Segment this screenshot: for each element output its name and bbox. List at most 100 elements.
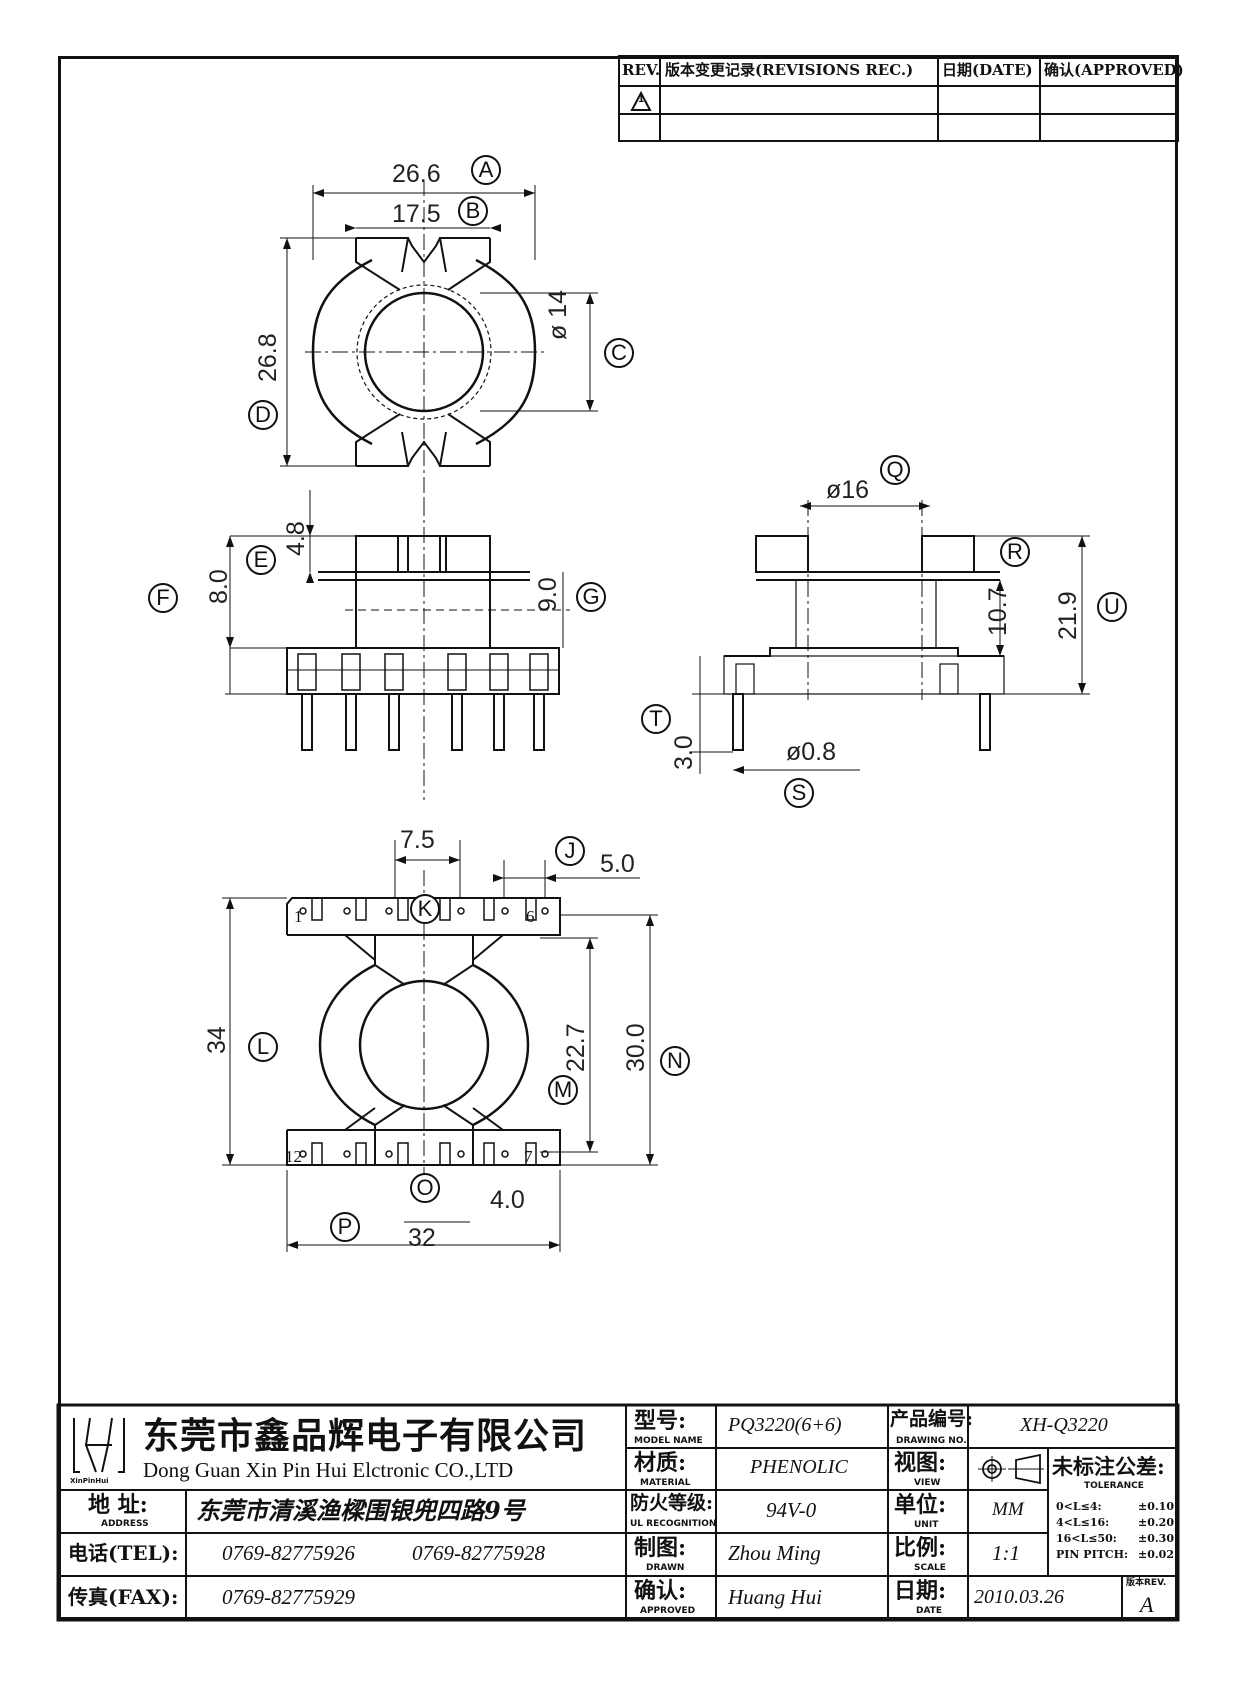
rev-header: REV. bbox=[622, 61, 661, 79]
material-value: PHENOLIC bbox=[750, 1456, 848, 1478]
revision-record-header: 版本变更记录(REVISIONS REC.) bbox=[665, 61, 914, 79]
tol-range: 16<L≤50: bbox=[1056, 1532, 1117, 1545]
dim-l-value: 34 bbox=[203, 1026, 231, 1054]
dim-j-value: 5.0 bbox=[600, 850, 635, 878]
dim-k-width-value: 7.5 bbox=[400, 826, 435, 854]
dim-a-value: 26.6 bbox=[392, 160, 441, 188]
pin-7-label: 7 bbox=[524, 1147, 533, 1166]
tol-range: 4<L≤16: bbox=[1056, 1516, 1110, 1529]
side-view bbox=[692, 500, 1090, 774]
tol-value: ±0.10 bbox=[1137, 1500, 1174, 1513]
pin-holes bbox=[299, 907, 549, 1158]
tel-label: 电话(TEL): bbox=[68, 1541, 179, 1565]
callout-t: T bbox=[641, 704, 671, 734]
company-name-cn: 东莞市鑫品辉电子有限公司 bbox=[143, 1415, 588, 1457]
drawn-label: 制图: bbox=[634, 1535, 687, 1561]
dim-u-value: 21.9 bbox=[1054, 591, 1082, 640]
callout-r: R bbox=[1000, 537, 1030, 567]
callout-q: Q bbox=[880, 455, 910, 485]
model-label-en: MODEL NAME bbox=[634, 1436, 703, 1446]
approved-label-en: APPROVED bbox=[640, 1606, 696, 1616]
pin-6-label: 6 bbox=[526, 907, 535, 926]
scale-label-en: SCALE bbox=[914, 1563, 946, 1573]
callout-a: A bbox=[471, 155, 501, 185]
date-value: 2010.03.26 bbox=[974, 1586, 1064, 1608]
dim-p-value: 32 bbox=[408, 1224, 436, 1252]
ul-label-en: UL RECOGNITION bbox=[630, 1519, 717, 1529]
fax-label: 传真(FAX): bbox=[68, 1585, 179, 1609]
unit-label-en: UNIT bbox=[914, 1520, 939, 1530]
view-label: 视图: bbox=[894, 1450, 947, 1476]
drawn-label-en: DRAWN bbox=[646, 1563, 685, 1573]
scale-value: 1:1 bbox=[992, 1541, 1020, 1565]
dim-m-value: 22.7 bbox=[562, 1023, 590, 1072]
dim-s-value: ø0.8 bbox=[786, 738, 837, 766]
dim-e-value: 4.8 bbox=[282, 521, 310, 556]
model-label: 型号: bbox=[634, 1408, 687, 1434]
dim-d-value: 26.8 bbox=[254, 333, 282, 382]
pin-1-label: 1 bbox=[294, 907, 303, 926]
front-view bbox=[225, 490, 570, 800]
callout-s: S bbox=[784, 778, 814, 808]
revision-approved-header: 确认(APPROVED) bbox=[1044, 61, 1184, 79]
rev-label: 版本REV. bbox=[1126, 1578, 1167, 1588]
callout-e: E bbox=[246, 545, 276, 575]
callout-j: J bbox=[555, 836, 585, 866]
tol-range: 0<L≤4: bbox=[1056, 1500, 1102, 1513]
projection-symbol bbox=[978, 1453, 1044, 1485]
ul-value: 94V-0 bbox=[766, 1498, 817, 1522]
revision-date-header: 日期(DATE) bbox=[942, 61, 1033, 79]
callout-o: O bbox=[410, 1173, 440, 1203]
tolerance-table: 0<L≤4: ±0.10 4<L≤16: ±0.20 16<L≤50: ±0.3… bbox=[1056, 1500, 1174, 1564]
dim-b-value: 17.5 bbox=[392, 200, 441, 228]
model-value: PQ3220(6+6) bbox=[728, 1414, 842, 1436]
drawing-no-label: 产品编号: bbox=[890, 1408, 974, 1430]
dim-q-value: ø16 bbox=[826, 476, 870, 504]
fax-value: 0769-82775929 bbox=[222, 1585, 355, 1609]
drawing-no-label-en: DRAWING NO. bbox=[896, 1436, 967, 1446]
tol-range: PIN PITCH: bbox=[1056, 1548, 1129, 1561]
dim-g-value: 9.0 bbox=[534, 577, 562, 612]
address-label: 地 址: bbox=[88, 1492, 148, 1518]
dimension-arrows bbox=[226, 189, 1086, 1249]
scale-label: 比例: bbox=[894, 1535, 947, 1561]
material-label: 材质: bbox=[634, 1450, 687, 1476]
dim-o-value: 4.0 bbox=[490, 1186, 525, 1214]
approved-value: Huang Hui bbox=[728, 1585, 822, 1609]
tolerance-label-en: TOLERANCE bbox=[1084, 1481, 1144, 1491]
title-block-grid bbox=[56, 1403, 1180, 1622]
date-label-en: DATE bbox=[916, 1606, 943, 1616]
dim-t-value: 3.0 bbox=[670, 735, 698, 770]
dim-r-value: 10.7 bbox=[984, 587, 1012, 636]
dim-c-value: ø 14 bbox=[544, 289, 572, 340]
drawn-value: Zhou Ming bbox=[728, 1541, 821, 1565]
address-value: 东莞市清溪渔樑围银兜四路9号 bbox=[196, 1496, 525, 1525]
dim-n-value: 30.0 bbox=[622, 1023, 650, 1072]
callout-b: B bbox=[458, 196, 488, 226]
view-label-en: VIEW bbox=[914, 1478, 941, 1488]
top-view bbox=[280, 180, 598, 500]
logo-text: XinPinHui bbox=[70, 1477, 109, 1485]
dim-f-value: 8.0 bbox=[205, 569, 233, 604]
tol-value: ±0.02 bbox=[1137, 1548, 1174, 1561]
approved-label: 确认: bbox=[634, 1578, 687, 1604]
callout-f: F bbox=[148, 583, 178, 613]
pin-12-label: 12 bbox=[285, 1147, 302, 1166]
revision-triangle-number: 1 bbox=[638, 95, 645, 105]
unit-label: 单位: bbox=[894, 1492, 947, 1518]
tel-value-1: 0769-82775926 bbox=[222, 1541, 355, 1565]
ul-label: 防火等级: bbox=[630, 1492, 714, 1514]
callout-k: K bbox=[410, 894, 440, 924]
tolerance-label: 未标注公差: bbox=[1052, 1454, 1165, 1479]
callout-g: G bbox=[576, 582, 606, 612]
tel-value-2: 0769-82775928 bbox=[412, 1541, 545, 1565]
unit-value: MM bbox=[992, 1499, 1024, 1520]
callout-u: U bbox=[1097, 592, 1127, 622]
address-label-en: ADDRESS bbox=[101, 1519, 149, 1529]
tol-value: ±0.20 bbox=[1137, 1516, 1174, 1529]
callout-l: L bbox=[248, 1032, 278, 1062]
material-label-en: MATERIAL bbox=[640, 1478, 691, 1488]
date-label: 日期: bbox=[894, 1578, 947, 1604]
drawing-no-value: XH-Q3220 bbox=[1020, 1414, 1108, 1436]
